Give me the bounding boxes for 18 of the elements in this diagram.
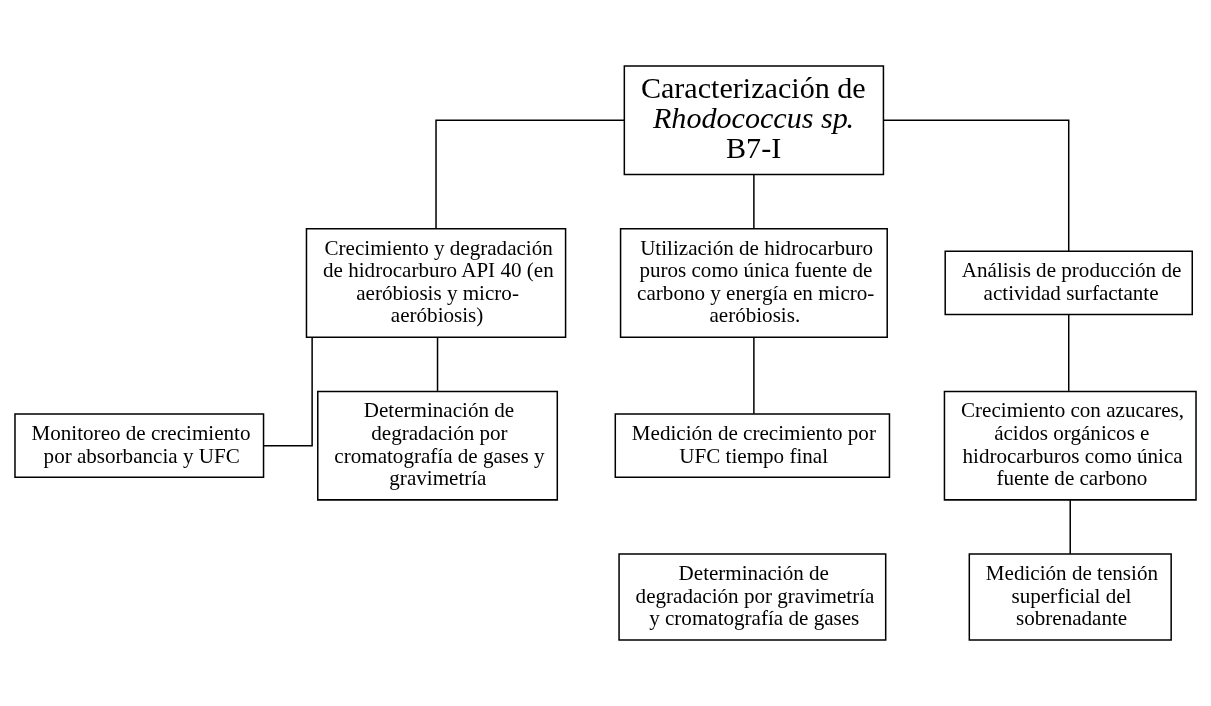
- node-box: Crecimiento y degradación de hidrocarburo API 40 (en aeróbiosis y micro-aeróbiosis): [305, 227, 567, 338]
- connector: [435, 119, 625, 230]
- node-box: Determinación de degradación por gravimetría y cromatografía de gases: [618, 553, 887, 641]
- node-box: Caracterización de Rhodococcus sp. B7-I: [623, 65, 885, 176]
- node-box: Crecimiento con azucares, ácidos orgánicos e hidrocarburos como única fuente de carbono: [943, 390, 1197, 501]
- connector: [263, 336, 313, 447]
- node-box: Análisis de producción de actividad surfactante: [944, 250, 1193, 316]
- connector: [1069, 499, 1071, 555]
- node-box: Determinación de degradación por cromatografía de gases y gravimetría: [317, 390, 559, 501]
- node-box: Medición de tensión superficial del sobrenadante: [968, 553, 1172, 641]
- connector: [753, 336, 755, 415]
- connector: [436, 336, 439, 392]
- connector: [753, 174, 755, 229]
- node-box: Medición de crecimiento por UFC tiempo final: [614, 413, 891, 479]
- connector: [883, 119, 1070, 252]
- connector: [1067, 313, 1070, 392]
- node-box: Monitoreo de crecimiento por absorbancia y UFC: [14, 413, 265, 479]
- node-box: Utilización de hidrocarburo puros como única fuente de carbono y energía en micro-aeróbiosis.: [619, 227, 888, 338]
